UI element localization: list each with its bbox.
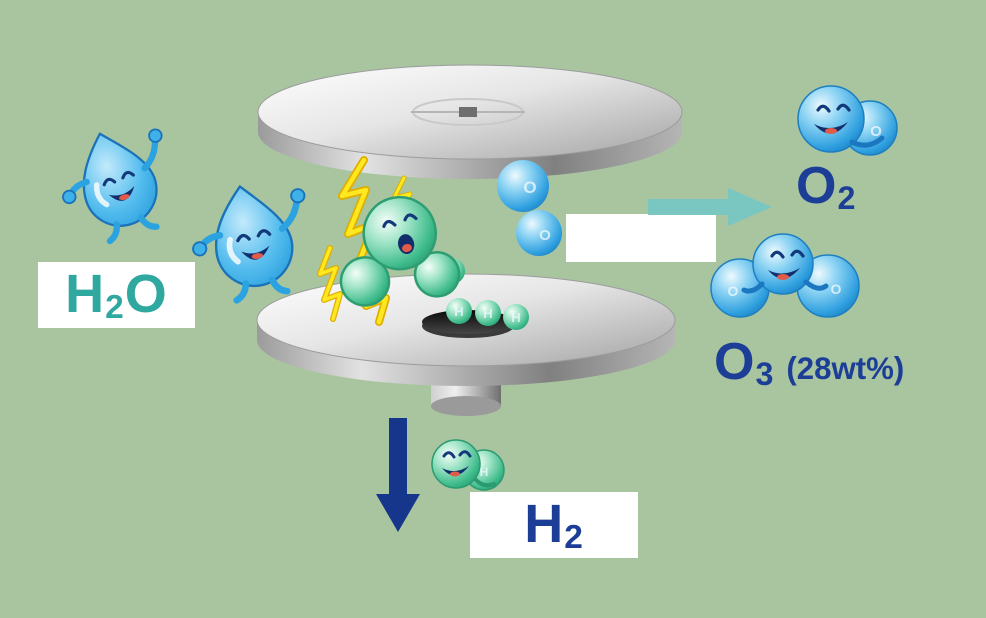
character-arm [474, 478, 496, 488]
character-tongue [825, 128, 837, 134]
hydrogen-atom-sphere [475, 300, 501, 326]
oxygen-letter: O [870, 123, 882, 140]
oxygen-bubble [516, 210, 562, 256]
oxygen-letter: O [728, 283, 739, 299]
hydrogen-letter: H [454, 304, 463, 319]
molecule-lobe [339, 256, 391, 307]
character-mouth [814, 122, 848, 134]
oxygen-letter: O [831, 281, 842, 297]
o3-molecule-character: O O [710, 233, 860, 318]
oxygen-letter: O [539, 227, 551, 244]
character-mouth [768, 268, 800, 279]
h2o-label: H2O [38, 262, 195, 328]
character-tongue [450, 471, 460, 477]
character-eyes [382, 213, 418, 228]
h2-label: H2 [470, 492, 638, 558]
hydrogen-letter: H [480, 465, 489, 479]
h2-molecule-character: H [431, 439, 505, 491]
character-tongue [401, 243, 412, 253]
oxygen-bubbles: O O [497, 160, 562, 256]
o2-formula: O2 [796, 156, 857, 216]
molecule-head [362, 195, 437, 271]
h2-label-box [470, 492, 638, 558]
o2-output-arrow [648, 188, 772, 226]
hydrogen-letter: H [511, 310, 520, 325]
character-eyes [770, 249, 805, 259]
o2-arrow-box [566, 214, 716, 262]
h2-output-arrow [376, 418, 420, 532]
h2-formula: H2 [524, 493, 584, 556]
character-arm [849, 135, 885, 148]
top-electrode [257, 64, 683, 179]
o2-molecule-character: O [797, 85, 898, 156]
water-droplet-character-1 [49, 118, 184, 249]
o3-formula: O3(28wt%) [714, 332, 905, 392]
h2o-label-box [38, 262, 195, 328]
hydrogen-atom-sphere [503, 304, 529, 330]
oxygen-atom-sphere [752, 233, 814, 295]
lightning-bolt [318, 246, 342, 321]
hydrogen-atom-sphere [446, 298, 472, 324]
character-eyes [816, 103, 851, 113]
character-mouth [442, 466, 469, 476]
o3-label: O3(28wt%) [714, 332, 974, 392]
molecule-lobe [413, 251, 461, 298]
green-molecule-character [339, 195, 461, 307]
h2o-formula: H2O [65, 263, 168, 326]
bottom-electrode [256, 273, 676, 386]
hydrogen-letter: H [483, 306, 492, 321]
character-eyes [442, 450, 472, 459]
character-tongue [777, 274, 789, 280]
electrode-center-terminal [459, 107, 477, 117]
character-arms [741, 279, 829, 294]
hydrogen-atom-sphere [431, 439, 481, 489]
o2-label: O2 [796, 156, 906, 216]
water-droplet-character-2 [185, 178, 317, 305]
oxygen-atom-sphere [797, 85, 865, 153]
bottom-electrode-rim [257, 320, 675, 386]
oxygen-bubble [497, 160, 549, 212]
oxygen-letter: O [523, 178, 536, 197]
